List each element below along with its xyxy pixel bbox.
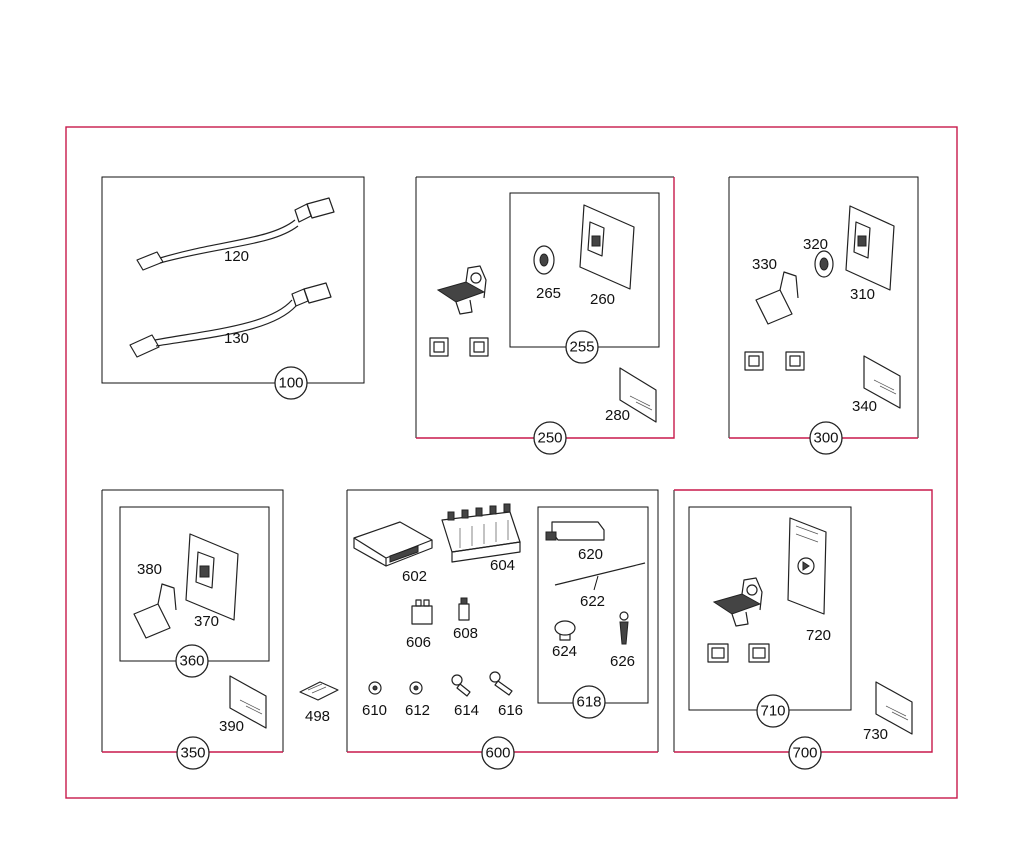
label-730: 730 <box>863 726 888 743</box>
part-720 <box>787 517 827 615</box>
label-610: 610 <box>362 702 387 719</box>
label-390: 390 <box>219 718 244 735</box>
label-380: 380 <box>137 561 162 578</box>
clips <box>429 337 489 357</box>
callout-100: 100 <box>278 375 303 392</box>
label-602: 602 <box>402 568 427 585</box>
part-608 <box>458 597 470 621</box>
part-730 <box>875 681 913 735</box>
group-100-box <box>101 176 365 384</box>
callout-250: 250 <box>537 430 562 447</box>
callout-700: 700 <box>792 745 817 762</box>
label-604: 604 <box>490 557 515 574</box>
callout-700-circle <box>788 736 822 770</box>
part-390 <box>229 675 267 729</box>
label-614: 614 <box>454 702 479 719</box>
bracket-part <box>436 265 487 315</box>
part-380 <box>133 583 177 639</box>
group-100: 120 130 100 <box>101 176 365 400</box>
group-255-box <box>509 192 660 348</box>
callout-710-circle <box>756 694 790 728</box>
part-604 <box>441 503 521 563</box>
part-606 <box>411 599 433 625</box>
part-330 <box>755 271 799 325</box>
callout-100-circle <box>274 366 308 400</box>
clips <box>707 643 770 663</box>
callout-350-circle <box>176 736 210 770</box>
label-120: 120 <box>224 248 249 265</box>
label-624: 624 <box>552 643 577 660</box>
part-280 <box>619 367 657 423</box>
label-608: 608 <box>453 625 478 642</box>
callout-710: 710 <box>760 703 785 720</box>
clips <box>744 351 805 371</box>
bracket-part <box>712 577 763 627</box>
part-626 <box>619 611 629 645</box>
callout-300-circle <box>809 421 843 455</box>
label-310: 310 <box>850 286 875 303</box>
label-720: 720 <box>806 627 831 644</box>
cable-130 <box>129 282 332 358</box>
screw-614 <box>451 674 471 697</box>
part-265 <box>533 245 555 275</box>
label-265: 265 <box>536 285 561 302</box>
part-260 <box>579 204 635 290</box>
part-602 <box>353 521 433 567</box>
callout-360-circle <box>175 644 209 678</box>
callout-600-circle <box>481 736 515 770</box>
part-624 <box>554 620 576 641</box>
cable-120 <box>136 197 335 271</box>
label-620: 620 <box>578 546 603 563</box>
label-320: 320 <box>803 236 828 253</box>
callout-618: 618 <box>576 694 601 711</box>
part-310 <box>845 205 895 291</box>
label-616: 616 <box>498 702 523 719</box>
callout-618-circle <box>572 685 606 719</box>
callout-250-circle <box>533 421 567 455</box>
label-130: 130 <box>224 330 249 347</box>
screw-616 <box>489 671 513 696</box>
callout-255: 255 <box>569 339 594 356</box>
label-370: 370 <box>194 613 219 630</box>
screw-610 <box>368 681 382 695</box>
group-360-box <box>119 506 270 662</box>
group-710-box <box>688 506 852 711</box>
label-622: 622 <box>580 593 605 610</box>
group-300: 320 330 310 340 300 <box>728 176 919 455</box>
part-320 <box>814 250 834 278</box>
callout-360: 360 <box>179 653 204 670</box>
screw-612 <box>409 681 423 695</box>
label-498: 498 <box>305 708 330 725</box>
callout-600: 600 <box>485 745 510 762</box>
part-620 <box>545 521 605 541</box>
callout-300: 300 <box>813 430 838 447</box>
outer-frame <box>65 126 958 799</box>
label-612: 612 <box>405 702 430 719</box>
callout-255-circle <box>565 330 599 364</box>
group-700: 720 710 730 700 <box>673 489 933 770</box>
part-370 <box>185 533 239 621</box>
label-606: 606 <box>406 634 431 651</box>
group-350: 380 370 360 390 350 <box>101 489 284 770</box>
group-250: 265 260 255 280 250 <box>415 176 675 455</box>
group-600: 602 604 606 608 610 612 614 616 <box>346 489 659 770</box>
label-330: 330 <box>752 256 777 273</box>
label-340: 340 <box>852 398 877 415</box>
label-280: 280 <box>605 407 630 424</box>
callout-350: 350 <box>180 745 205 762</box>
label-626: 626 <box>610 653 635 670</box>
part-622 <box>554 562 646 586</box>
part-498 <box>299 681 339 701</box>
part-340 <box>863 355 901 409</box>
label-260: 260 <box>590 291 615 308</box>
